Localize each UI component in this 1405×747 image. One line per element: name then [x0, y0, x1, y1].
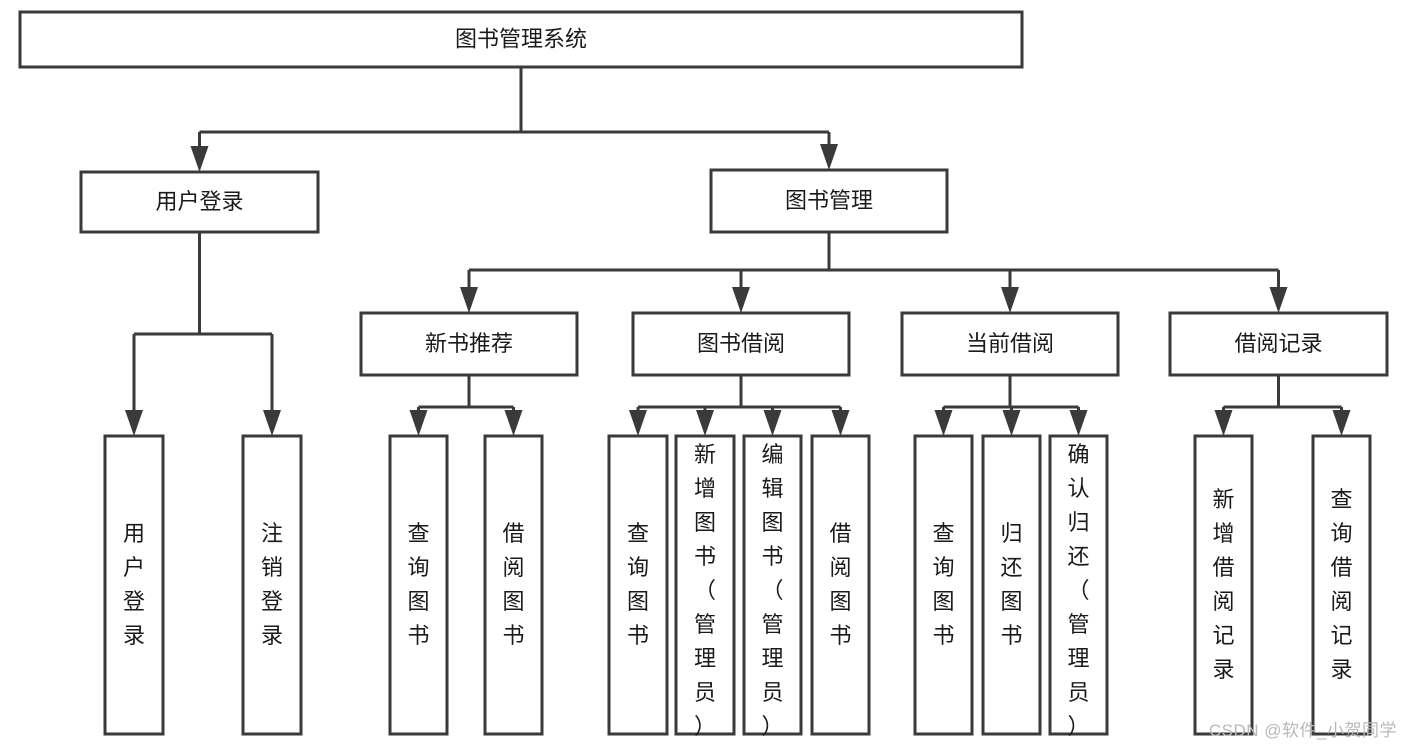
- node-level2-0[interactable]: 用户登录: [79, 170, 320, 234]
- node-leaf-10[interactable]: 确认归还（管理员）: [1048, 434, 1109, 739]
- arrow-down-icon: [460, 287, 478, 313]
- node-level3-0[interactable]: 新书推荐: [359, 311, 579, 377]
- node-leaf-11-label: 新增借阅记录: [1212, 487, 1234, 682]
- node-leaf-8-box: [913, 434, 974, 736]
- node-level3-1-box: [631, 311, 851, 377]
- node-leaf-9-label: 归还图书: [1000, 521, 1022, 648]
- node-leaf-1-label: 注销登录: [261, 521, 283, 648]
- node-leaf-4-label: 查询图书: [627, 521, 649, 648]
- node-leaf-9-box: [981, 434, 1042, 736]
- node-level2-1-label: 图书管理: [785, 188, 873, 213]
- node-leaf-2[interactable]: 查询图书: [388, 434, 449, 736]
- node-leaf-11[interactable]: 新增借阅记录: [1193, 434, 1254, 736]
- node-leaf-10-box: [1048, 434, 1109, 736]
- node-level3-0-box: [359, 311, 579, 377]
- node-leaf-0[interactable]: 用户登录: [103, 434, 165, 736]
- watermark-label: CSDN @软件_小贺同学: [1208, 721, 1397, 740]
- node-leaf-6-box: [742, 434, 803, 736]
- node-leaf-10-label: 确认归还（管理员）: [1067, 442, 1089, 739]
- arrow-down-icon: [934, 410, 953, 436]
- node-leaf-7-label: 借阅图书: [829, 521, 851, 648]
- node-leaf-8-label: 查询图书: [932, 521, 954, 648]
- arrow-down-icon: [820, 144, 838, 170]
- node-leaf-6-label: 编辑图书（管理员）: [761, 442, 783, 739]
- arrow-down-icon: [504, 410, 523, 436]
- nodes-layer: 图书管理系统用户登录图书管理新书推荐图书借阅当前借阅借阅记录用户登录注销登录查询…: [18, 10, 1389, 739]
- node-root[interactable]: 图书管理系统: [18, 10, 1024, 69]
- node-level2-1[interactable]: 图书管理: [709, 168, 949, 234]
- connectors-layer: [125, 67, 1351, 436]
- arrow-down-icon: [190, 146, 209, 172]
- arrow-down-icon: [629, 410, 647, 436]
- node-level2-1-box: [709, 168, 949, 234]
- node-leaf-3[interactable]: 借阅图书: [483, 434, 544, 736]
- node-level3-0-label: 新书推荐: [425, 331, 513, 356]
- arrow-down-icon: [732, 287, 750, 313]
- node-level3-1-label: 图书借阅: [697, 331, 785, 356]
- node-leaf-0-label: 用户登录: [123, 521, 145, 648]
- node-leaf-11-box: [1193, 434, 1254, 736]
- node-leaf-5[interactable]: 新增图书（管理员）: [674, 434, 736, 739]
- arrow-down-icon: [1269, 287, 1288, 313]
- arrow-down-icon: [409, 410, 428, 436]
- node-level3-1[interactable]: 图书借阅: [631, 311, 851, 377]
- node-root-label: 图书管理系统: [455, 26, 587, 51]
- arrow-down-icon: [831, 410, 850, 436]
- arrow-down-icon: [1332, 410, 1351, 436]
- node-leaf-3-label: 借阅图书: [502, 521, 524, 648]
- node-root-box: [18, 10, 1024, 69]
- arrow-down-icon: [125, 410, 143, 436]
- node-leaf-2-box: [388, 434, 449, 736]
- node-leaf-4[interactable]: 查询图书: [607, 434, 669, 736]
- node-leaf-1-box: [241, 434, 303, 736]
- node-level2-0-box: [79, 170, 320, 234]
- arrow-down-icon: [763, 410, 782, 436]
- node-level3-2-box: [900, 311, 1120, 377]
- node-leaf-5-box: [674, 434, 736, 736]
- node-leaf-2-label: 查询图书: [407, 521, 429, 648]
- node-leaf-9[interactable]: 归还图书: [981, 434, 1042, 736]
- node-leaf-3-box: [483, 434, 544, 736]
- node-level3-3[interactable]: 借阅记录: [1168, 311, 1389, 377]
- node-leaf-12-label: 查询借阅记录: [1330, 487, 1352, 682]
- node-level3-3-box: [1168, 311, 1389, 377]
- node-leaf-5-label: 新增图书（管理员）: [694, 442, 716, 739]
- node-leaf-4-box: [607, 434, 669, 736]
- arrow-down-icon: [696, 410, 714, 436]
- node-level2-0-label: 用户登录: [155, 189, 243, 214]
- node-leaf-8[interactable]: 查询图书: [913, 434, 974, 736]
- node-level3-2[interactable]: 当前借阅: [900, 311, 1120, 377]
- arrow-down-icon: [263, 410, 281, 436]
- node-leaf-1[interactable]: 注销登录: [241, 434, 303, 736]
- node-leaf-12[interactable]: 查询借阅记录: [1311, 434, 1372, 736]
- node-level3-3-label: 借阅记录: [1234, 331, 1322, 356]
- node-leaf-6[interactable]: 编辑图书（管理员）: [742, 434, 803, 739]
- arrow-down-icon: [1002, 410, 1021, 436]
- node-leaf-7-box: [810, 434, 871, 736]
- node-leaf-0-box: [103, 434, 165, 736]
- arrow-down-icon: [1069, 410, 1088, 436]
- node-leaf-7[interactable]: 借阅图书: [810, 434, 871, 736]
- node-level3-2-label: 当前借阅: [966, 331, 1054, 356]
- arrow-down-icon: [1001, 287, 1019, 313]
- node-leaf-12-box: [1311, 434, 1372, 736]
- arrow-down-icon: [1214, 410, 1233, 436]
